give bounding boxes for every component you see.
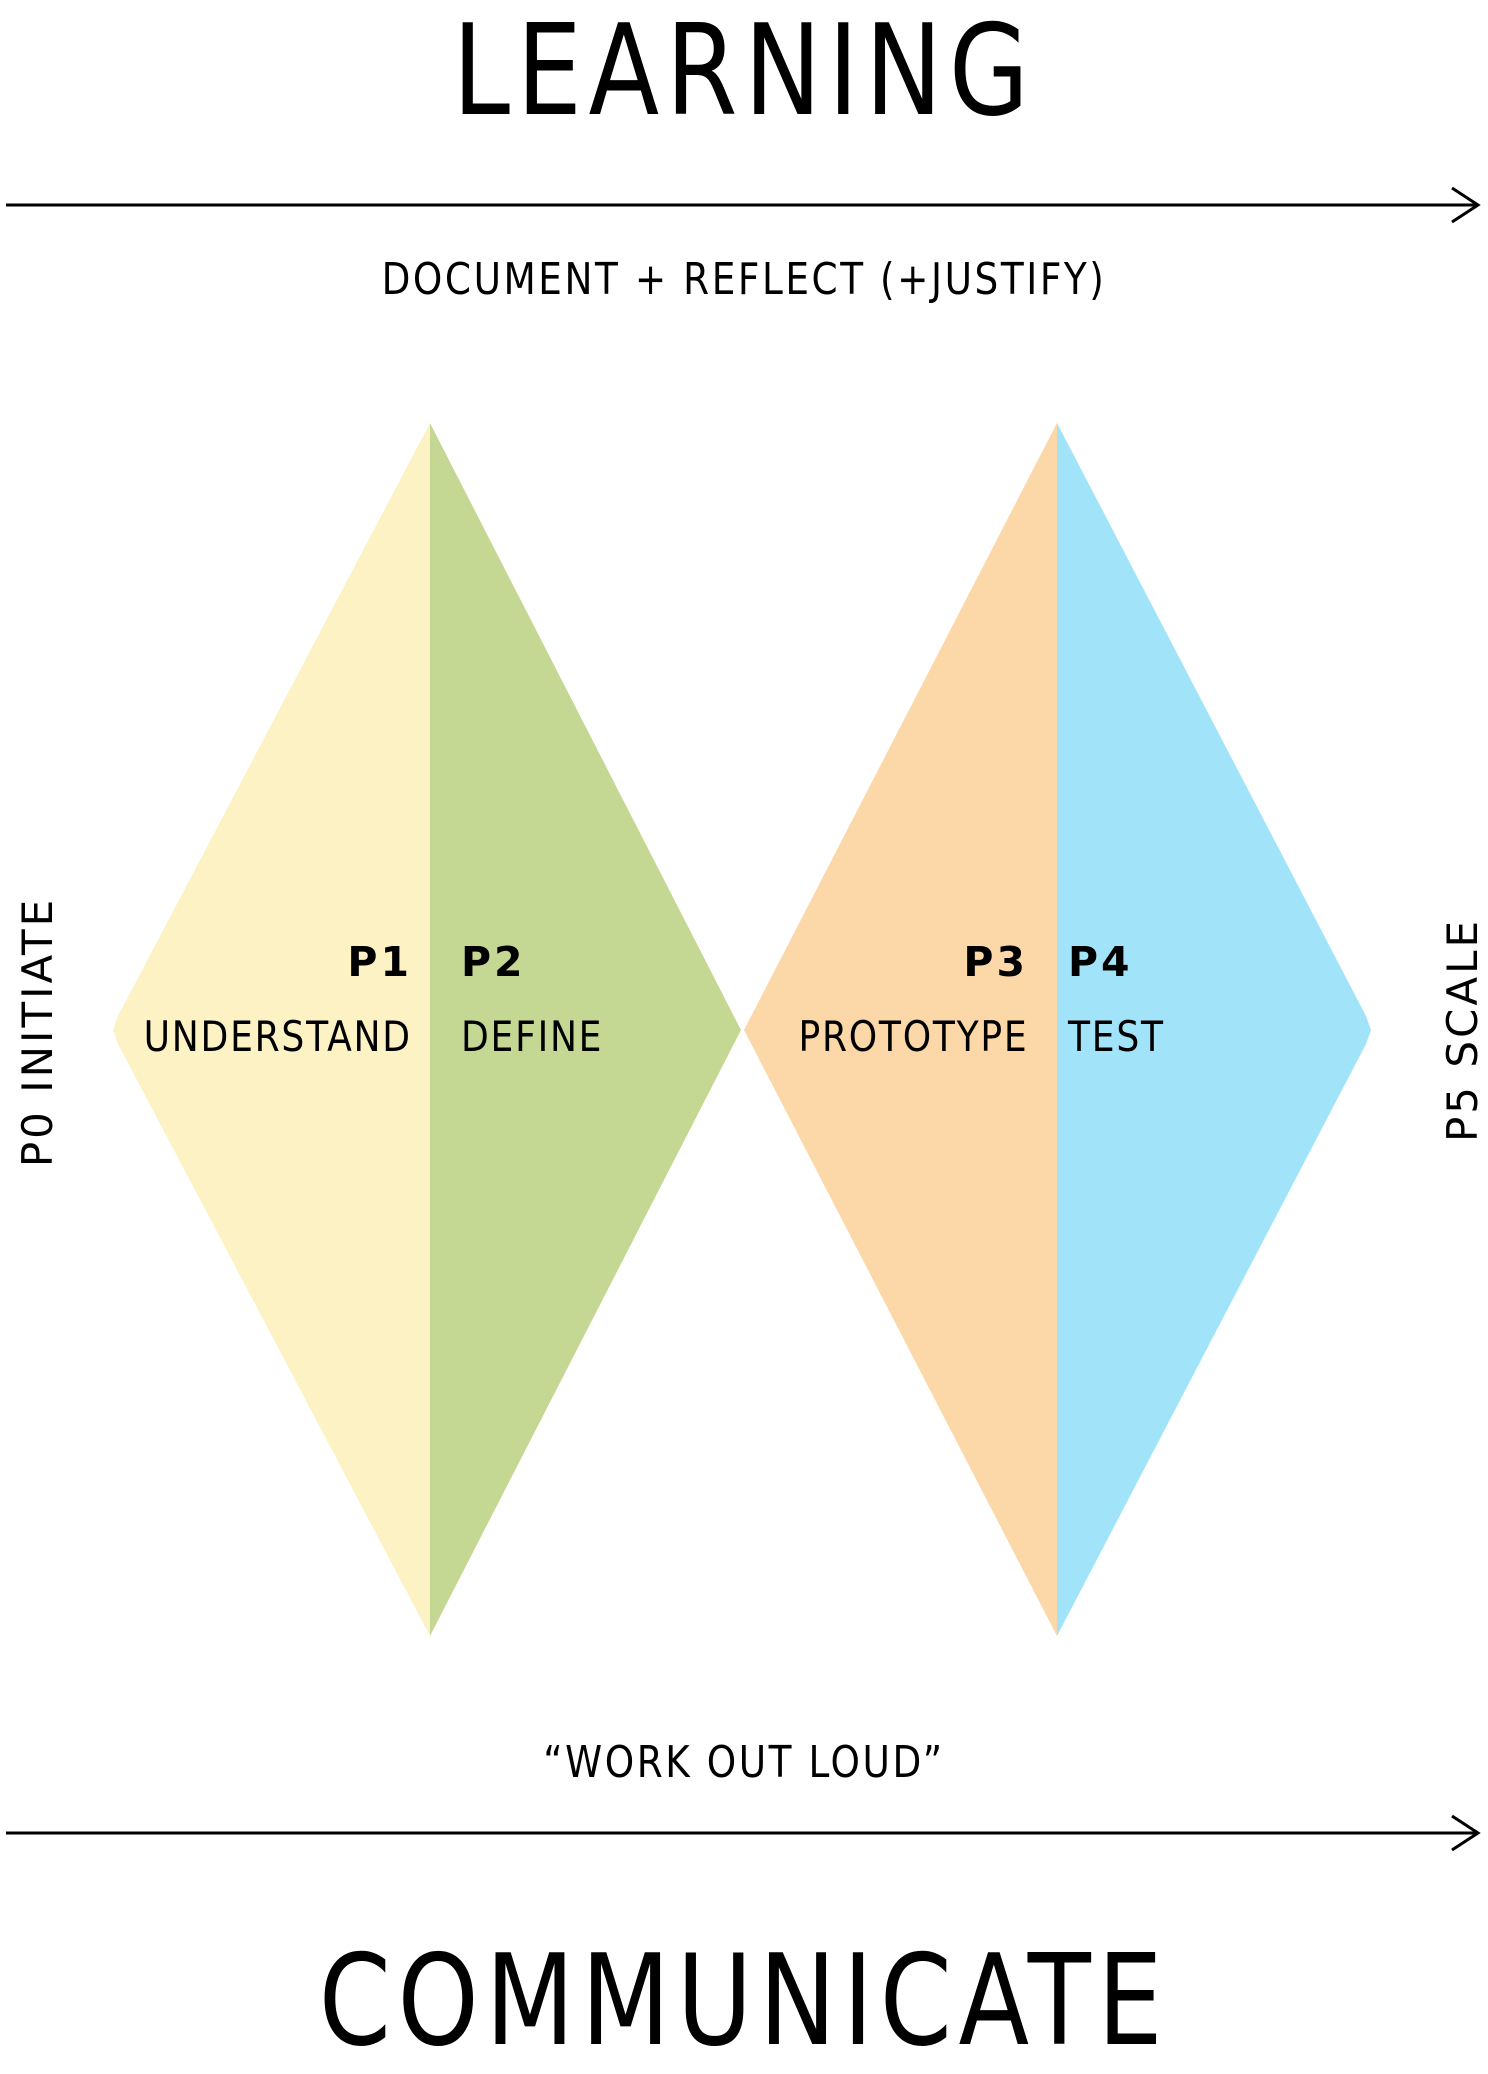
phase-understand-name: UNDERSTAND — [143, 1012, 412, 1061]
phase-scale-label: P5 SCALE — [1438, 917, 1487, 1143]
phase-prototype-shape — [744, 423, 1057, 1636]
phase-initiate-label: P0 INITIATE — [13, 896, 62, 1168]
phase-prototype-code: P3 — [963, 938, 1028, 986]
bottom-arrow — [6, 1814, 1481, 1852]
phase-understand-code: P1 — [347, 938, 412, 986]
phase-prototype-name: PROTOTYPE — [797, 1012, 1028, 1061]
document-reflect-caption: DOCUMENT + REFLECT (+JUSTIFY) — [381, 254, 1107, 305]
learning-title: LEARNING — [452, 0, 1036, 144]
phase-define-code: P2 — [461, 938, 526, 986]
phase-test-shape — [1057, 423, 1371, 1636]
phase-test-code: P4 — [1068, 938, 1133, 986]
phase-test-name: TEST — [1068, 1012, 1165, 1061]
top-arrow — [6, 186, 1481, 224]
work-out-loud-caption: “WORK OUT LOUD” — [543, 1737, 945, 1788]
phase-define-shape — [430, 423, 741, 1636]
phase-define-name: DEFINE — [461, 1012, 604, 1061]
phase-understand-shape — [113, 423, 430, 1636]
communicate-title: COMMUNICATE — [318, 1927, 1170, 2074]
